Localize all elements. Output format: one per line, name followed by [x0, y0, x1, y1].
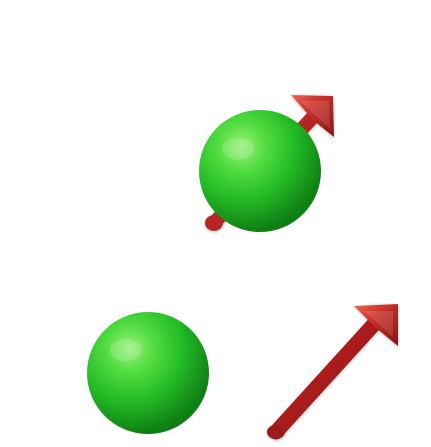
bottom-green-sphere [87, 312, 209, 434]
bottom-arrow-group [267, 304, 398, 439]
bottom-sphere-highlight [110, 339, 142, 361]
bottom-arrow-shaft [276, 322, 376, 432]
top-green-sphere [199, 110, 321, 232]
top-sphere-highlight [222, 138, 254, 160]
top-arrow-tail [205, 215, 223, 231]
bottom-arrow-tail [267, 425, 285, 439]
